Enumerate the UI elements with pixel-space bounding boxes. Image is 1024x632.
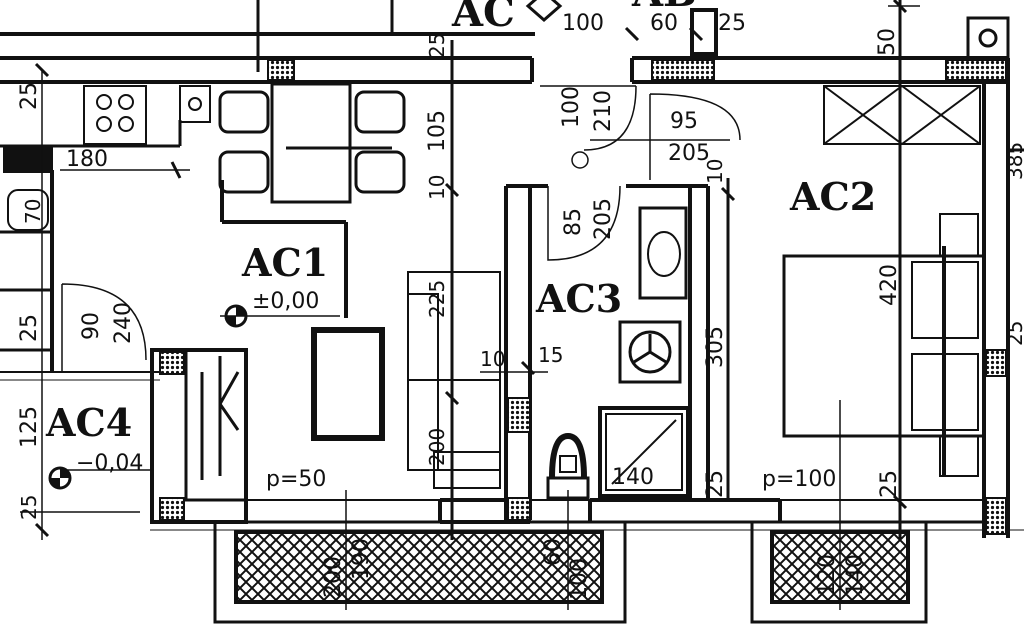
dimension-lines (20, 5, 920, 610)
parapet-living: p=50 (266, 467, 326, 492)
bedroom-wardrobe (823, 85, 981, 145)
dim-bal2-120: 120 (815, 554, 840, 596)
dim-bal-190: 190 (349, 538, 374, 580)
level-marker-ac1 (224, 304, 248, 328)
coffee-table (311, 327, 385, 441)
room-label-ac1: AC1 (241, 240, 328, 285)
riser-symbol (690, 8, 718, 56)
dim-door-100: 100 (559, 86, 584, 128)
dim-door-205: 205 (668, 141, 710, 166)
wall-columns (159, 59, 1007, 535)
dim-right-385: 385 (1003, 142, 1024, 180)
dim-left-25: 25 (17, 82, 42, 110)
dim-sofa-225: 225 (425, 280, 449, 318)
dim-top-25: 25 (718, 11, 746, 36)
dim-door-90: 90 (79, 312, 104, 340)
dim-bal-60: 60 (541, 538, 566, 566)
dimension-labels-vertical: 25 50 25 70 25 90 240 125 25 105 10 100 … (17, 28, 1024, 600)
level-ac4: −0,04 (76, 451, 143, 476)
dim-bath-15: 15 (538, 343, 563, 367)
bed (782, 213, 986, 477)
dim-v25d: 25 (877, 470, 902, 498)
dim-left-25b: 25 (17, 314, 42, 342)
balconies (213, 520, 928, 624)
dim-top-60: 60 (650, 11, 678, 36)
dim-bal2-140: 140 (843, 554, 868, 596)
parapet-bedroom: p=100 (762, 467, 836, 492)
room-label-ab: AB (631, 0, 697, 16)
room-label-ac3: AC3 (535, 276, 622, 321)
dim-door-210: 210 (591, 90, 616, 132)
dim-v105: 105 (425, 110, 450, 152)
dim-top-100: 100 (562, 11, 604, 36)
bathroom-fixtures (546, 206, 690, 500)
kitchen (0, 85, 211, 231)
dim-bal-100: 100 (567, 558, 592, 600)
level-ac1: ±0,00 (252, 289, 319, 314)
dim-kitchen-180: 180 (66, 147, 108, 172)
dim-bath-10: 10 (480, 347, 505, 371)
dim-bal-200: 200 (321, 556, 346, 598)
dim-kitchen-70: 70 (21, 199, 45, 224)
dim-v25c: 25 (703, 470, 728, 498)
diamond-symbol (525, 0, 563, 22)
dim-sofa-200: 200 (425, 428, 449, 466)
doors (61, 85, 741, 372)
dim-shower-140: 140 (612, 465, 654, 490)
dim-top-25b: 25 (425, 33, 449, 58)
dim-door-240: 240 (111, 302, 136, 344)
dim-v305: 305 (703, 326, 728, 368)
dim-right-25: 25 (1003, 321, 1024, 346)
dimension-labels-horizontal: 100 60 25 180 95 205 10 15 140 (66, 11, 746, 490)
dim-bed-420: 420 (877, 264, 902, 306)
dim-door-95: 95 (670, 109, 698, 134)
dim-bath-85: 85 (561, 208, 586, 236)
dining-set (218, 82, 406, 204)
dim-top-50: 50 (875, 28, 900, 56)
dim-ac4-125: 125 (17, 406, 42, 448)
room-label-ac2: AC2 (789, 174, 876, 219)
room-label-ac: AC (451, 0, 515, 36)
sofa (407, 271, 501, 489)
dim-bath-205: 205 (591, 198, 616, 240)
walls (0, 0, 1024, 540)
level-marker-ac4 (48, 466, 72, 490)
dim-v10: 10 (425, 175, 449, 200)
dim-v10b: 10 (703, 159, 727, 184)
wardrobe (200, 356, 240, 480)
room-label-ac4: AC4 (45, 400, 132, 445)
dim-ac4-25: 25 (17, 495, 41, 520)
